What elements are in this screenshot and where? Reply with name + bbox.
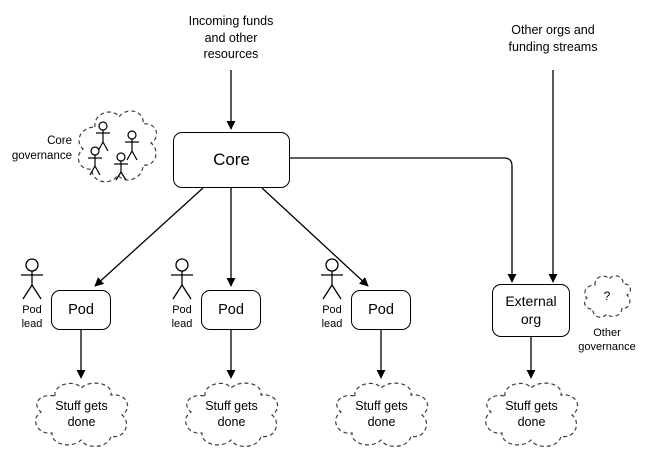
output-cloud-label-external: Stuff gets done: [505, 399, 558, 429]
output-cloud-pod-2: Stuff gets done: [179, 378, 284, 450]
output-cloud-pod-3: Stuff gets done: [329, 378, 434, 450]
node-pod-1[interactable]: Pod: [51, 290, 111, 330]
output-cloud-label-1: Stuff gets done: [55, 399, 108, 429]
node-pod-2[interactable]: Pod: [201, 290, 261, 330]
node-pod-3[interactable]: Pod: [351, 290, 411, 330]
core-governance-cloud: [73, 105, 161, 189]
pod-lead-label-1: Pod lead: [21, 304, 43, 331]
label-other-governance: Other governance: [578, 327, 636, 354]
annotation-incoming-funds: Incoming funds and other resources: [188, 14, 274, 61]
output-cloud-label-3: Stuff gets done: [355, 399, 408, 429]
pod-lead-figure-3: [317, 258, 347, 300]
node-external-org[interactable]: External org: [492, 284, 570, 337]
node-core[interactable]: Core: [173, 132, 290, 188]
pod-lead-figure-1: [17, 258, 47, 300]
output-cloud-pod-1: Stuff gets done: [29, 378, 134, 450]
annotation-other-orgs: Other orgs and funding streams: [508, 23, 598, 54]
output-cloud-external: Stuff gets done: [479, 378, 584, 450]
connector-core-to-pod-3: [261, 187, 369, 287]
pod-lead-figure-2: [167, 258, 197, 300]
other-governance-cloud-label: ?: [603, 289, 611, 304]
pod-lead-label-2: Pod lead: [171, 304, 193, 331]
label-core-governance: Core governance: [11, 135, 72, 163]
other-governance-cloud: ?: [581, 272, 633, 322]
pod-lead-label-3: Pod lead: [321, 304, 343, 331]
output-cloud-label-2: Stuff gets done: [205, 399, 258, 429]
